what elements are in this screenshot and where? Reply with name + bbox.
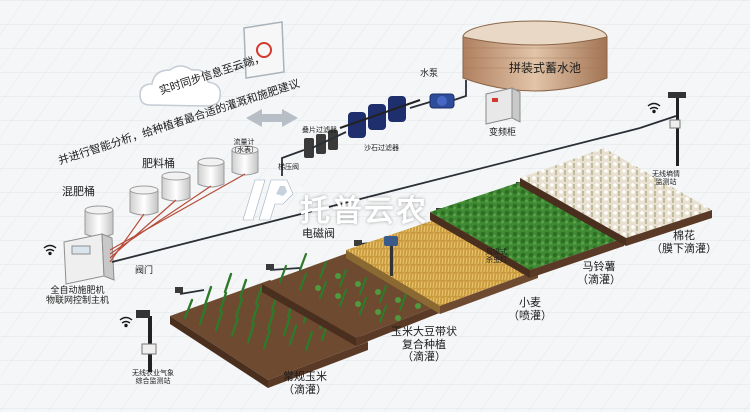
pump-icon [429,93,455,109]
reservoir-label: 拼装式蓄水池 [509,61,582,75]
field-corn [170,272,368,388]
weather-station-label: 无线农业气象 综合监测站 [132,369,174,386]
potato-label: 马铃薯 （滴灌） [577,260,621,286]
wifi-icon [43,244,57,256]
wheat-label: 小麦 （喷灌） [508,296,552,322]
field-cotton [520,148,712,246]
weather-station-icon [136,310,157,372]
water-tank-icon [462,20,608,92]
soil-station-icon [668,92,686,166]
valve-label: 阀门 [135,266,154,276]
insect-lamp-label: 风吸式 杀虫灯 [486,248,507,265]
corn-label: 常规玉米 （滴灌） [283,370,327,396]
double-arrow-icon [246,109,298,127]
flowmeter-label: 流量计 （水表） [230,138,258,155]
controller-label: 全自动施肥机 物联网控制主机 [46,286,110,307]
fertilizer-bucket-icon [129,145,259,216]
cabinet-icon [485,87,521,125]
disc-filter-label: 叠片过滤器 [302,126,337,134]
mix-bucket-icon [84,205,114,238]
soil-station-label: 无线墒情 监测站 [652,170,680,187]
transformer-label: 变频柜 [489,128,517,138]
controller-icon [63,233,115,285]
fertilizer-bucket-label: 肥料桶 [142,157,175,170]
wifi-icon-3 [647,102,661,114]
backwash-label: 梯压阀 [278,163,299,171]
mix-bucket-label: 混肥桶 [62,185,95,198]
sand-filter-label: 沙石过滤器 [364,144,399,152]
pump-label: 水泵 [420,69,439,79]
brand-watermark: 托普云农 [300,186,428,230]
cotton-label: 棉花 （膜下滴灌） [651,229,717,255]
strip-label: 玉米大豆带状 复合种植 （滴灌） [391,325,457,364]
cloud-icon [139,65,221,107]
tablet-icon [243,21,285,79]
brand-logo-icon [242,179,294,221]
field-strip [262,250,452,346]
wifi-icon-2 [119,316,133,328]
field-potato [430,182,624,278]
solenoid-label: 电磁阀 [302,227,335,240]
brand-name: 托普云农 [300,194,428,229]
feed-lines [109,173,246,263]
brand-registered-mark: ® [296,186,303,194]
insect-lamp-icon [384,236,398,276]
sand-filter-icon [339,96,421,138]
